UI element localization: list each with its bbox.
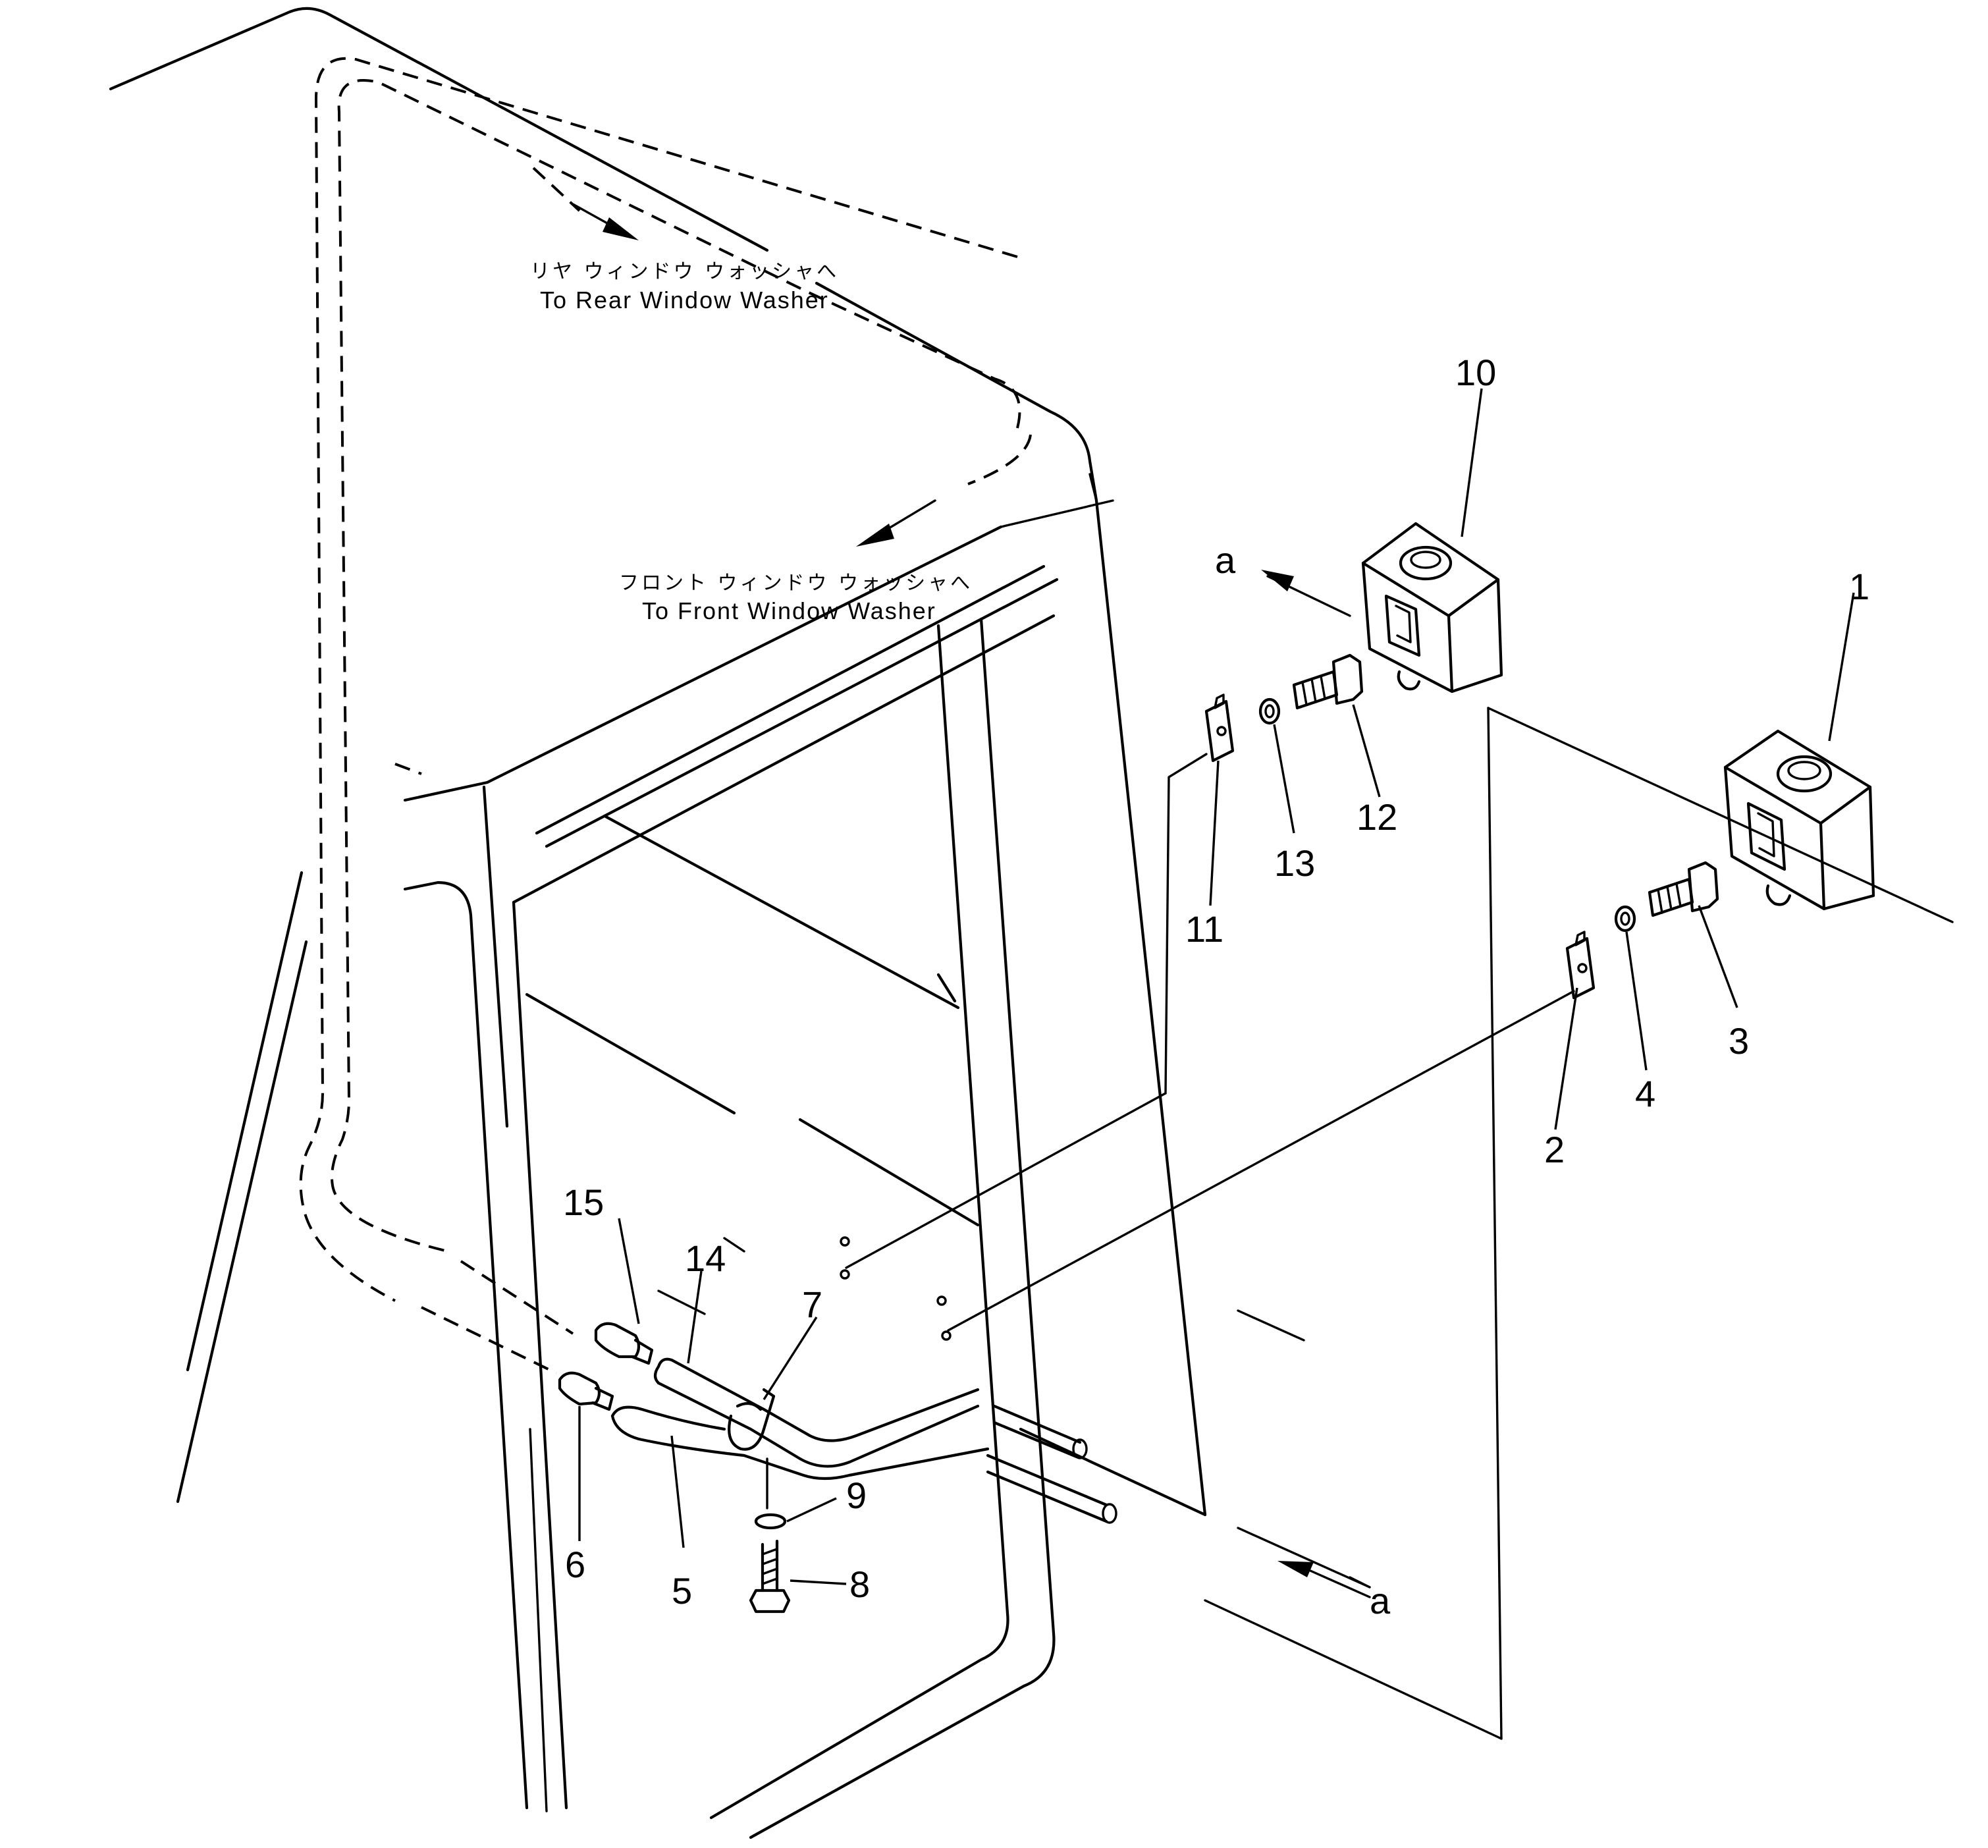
flow-arrows xyxy=(572,203,936,547)
callout-15: 15 xyxy=(563,1182,604,1223)
callout-4: 4 xyxy=(1635,1073,1655,1114)
callout-7: 7 xyxy=(802,1284,822,1325)
callout-3: 3 xyxy=(1729,1020,1749,1062)
callout-12: 12 xyxy=(1357,796,1397,838)
mounting-holes xyxy=(840,1236,952,1341)
callout-1: 1 xyxy=(1849,566,1869,607)
callout-5: 5 xyxy=(672,1570,692,1612)
callout-2: 2 xyxy=(1544,1129,1565,1170)
rear-washer-en-label: To Rear Window Washer xyxy=(540,286,829,313)
callout-11: 11 xyxy=(1185,908,1223,950)
view-arrows xyxy=(1261,570,1371,1598)
callout-8: 8 xyxy=(849,1563,870,1605)
cab-frame xyxy=(109,7,1207,1839)
reference-lines xyxy=(845,575,1954,1740)
washer-tank-10 xyxy=(1361,522,1503,693)
callout-14: 14 xyxy=(685,1237,726,1279)
callout-13: 13 xyxy=(1274,842,1315,884)
callout-10: 10 xyxy=(1455,352,1496,393)
callout-6: 6 xyxy=(565,1544,585,1585)
brackets-bolts-washers xyxy=(1204,653,1719,1000)
front-washer-en-label: To Front Window Washer xyxy=(642,597,936,624)
view-ref-label-bottom: a xyxy=(1370,1580,1391,1621)
callout-leaders xyxy=(578,388,1855,1585)
pipe-assembly xyxy=(558,1322,1117,1614)
washer-tank-1 xyxy=(1723,729,1875,911)
callout-9: 9 xyxy=(846,1475,867,1516)
hose-route-dashed xyxy=(299,57,1032,1374)
view-ref-label-top: a xyxy=(1215,539,1236,581)
front-washer-jp-label: フロント ウィンドウ ウォッシャへ xyxy=(619,572,973,595)
rear-washer-jp-label: リヤ ウィンドウ ウォッシャへ xyxy=(530,260,839,283)
